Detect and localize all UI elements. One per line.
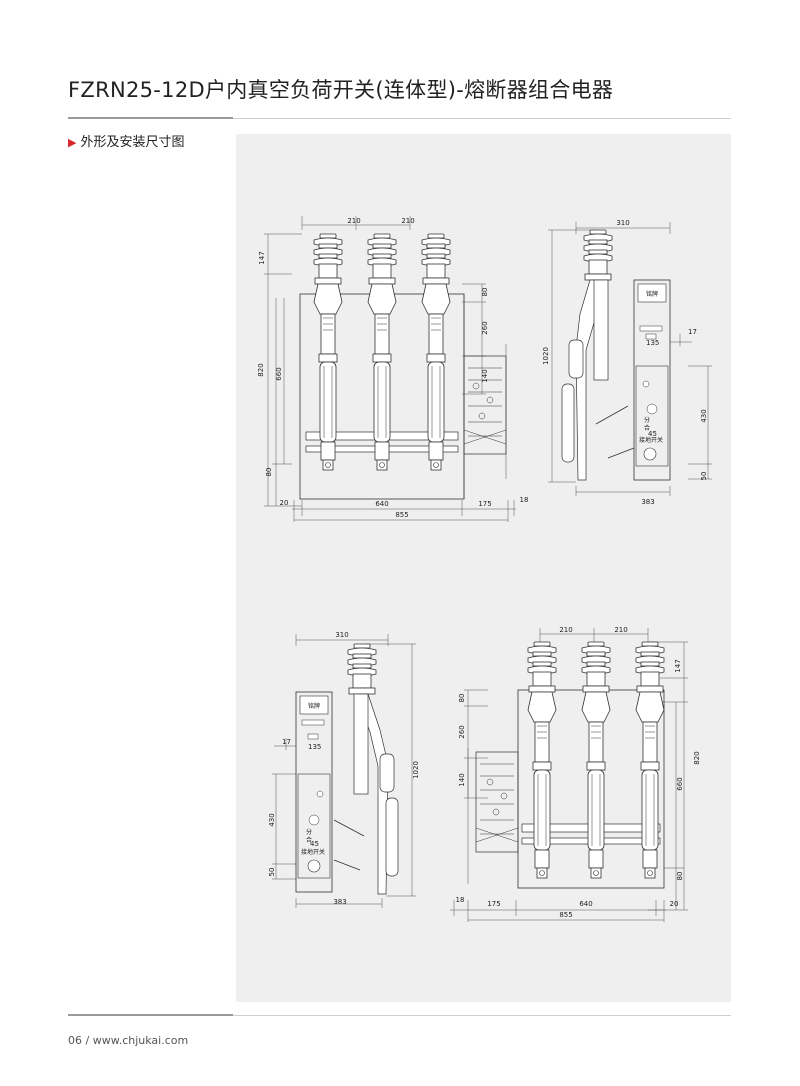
dim-text: 855 [559, 911, 572, 919]
mark-close: 合 [306, 836, 312, 844]
footer-rule-accent [68, 1014, 233, 1016]
page-number: 06 [68, 1034, 82, 1047]
dim-text: 260 [458, 725, 466, 738]
dim-text: 17 [688, 328, 697, 336]
dim-text: 383 [641, 498, 654, 506]
dim-text: 80 [676, 872, 684, 881]
page-title: FZRN25-12D户内真空负荷开关(连体型)-熔断器组合电器 [68, 78, 614, 102]
dim-text: 140 [481, 369, 489, 382]
technical-drawings: 210 210 147 820 660 80 80 260 140 20 640… [257, 216, 712, 922]
nameplate-label: 铭牌 [646, 290, 658, 298]
dim-text: 147 [258, 251, 266, 264]
drawing-panel: 210 210 147 820 660 80 80 260 140 20 640… [236, 134, 731, 1002]
dim-text: 210 [401, 217, 414, 225]
header-rule-accent [68, 117, 233, 119]
dim-text: 660 [676, 777, 684, 790]
dim-text: 45 [310, 840, 319, 848]
dim-text: 18 [520, 496, 529, 504]
dim-text: 175 [478, 500, 491, 508]
dim-text: 210 [347, 217, 360, 225]
footer: 06 / www.chjukai.com [68, 1034, 188, 1047]
dim-text: 80 [481, 288, 489, 297]
dim-text: 310 [616, 219, 629, 227]
mark-open: 分 [644, 416, 650, 424]
dim-text: 18 [456, 896, 465, 904]
dim-text: 147 [674, 659, 682, 672]
dim-text: 50 [700, 472, 708, 481]
dim-text: 820 [693, 751, 701, 764]
dim-text: 140 [458, 773, 466, 786]
dim-text: 20 [670, 900, 679, 908]
dim-text: 310 [335, 631, 348, 639]
front-view-left: 210 210 147 820 660 80 80 260 140 20 640… [257, 216, 528, 522]
dim-text: 1020 [412, 761, 420, 779]
dim-text: 135 [308, 743, 321, 751]
header-rule [233, 118, 731, 119]
dim-text: 210 [559, 626, 572, 634]
section-arrow-icon: ▶ [68, 136, 77, 149]
side-view-right: 铭牌 分 合 接地开关 310 1020 17 135 45 430 50 38… [542, 219, 712, 506]
dim-text: 1020 [542, 347, 550, 365]
website-link[interactable]: www.chjukai.com [92, 1034, 189, 1047]
dim-text: 45 [648, 430, 657, 438]
section-heading: ▶外形及安装尺寸图 [68, 131, 184, 150]
dim-text: 175 [487, 900, 500, 908]
section-title: 外形及安装尺寸图 [80, 135, 185, 150]
dim-text: 80 [458, 694, 466, 703]
mark-close: 合 [644, 424, 650, 432]
side-view-left: 铭牌 分 合 接地开关 310 1020 17 135 45 430 50 38… [268, 631, 420, 908]
nameplate-label: 铭牌 [308, 702, 320, 710]
dim-text: 20 [280, 499, 289, 507]
dim-text: 640 [375, 500, 388, 508]
dim-text: 17 [282, 738, 291, 746]
switch-label: 接地开关 [301, 848, 325, 856]
footer-separator: / [85, 1034, 90, 1047]
dim-text: 210 [614, 626, 627, 634]
dim-text: 660 [275, 367, 283, 380]
dim-text: 260 [481, 321, 489, 334]
dim-text: 430 [700, 409, 708, 422]
dim-text: 820 [257, 363, 265, 376]
dim-text: 50 [268, 868, 276, 877]
footer-rule [233, 1015, 731, 1016]
front-view-right: 210 210 147 820 660 80 80 260 140 18 175… [450, 626, 701, 922]
dim-text: 80 [265, 468, 273, 477]
dim-text: 135 [646, 339, 659, 347]
dim-text: 640 [579, 900, 592, 908]
dim-text: 430 [268, 813, 276, 826]
switch-label: 接地开关 [639, 436, 663, 444]
mark-open: 分 [306, 828, 312, 836]
dim-text: 383 [333, 898, 346, 906]
dim-text: 855 [395, 511, 408, 519]
